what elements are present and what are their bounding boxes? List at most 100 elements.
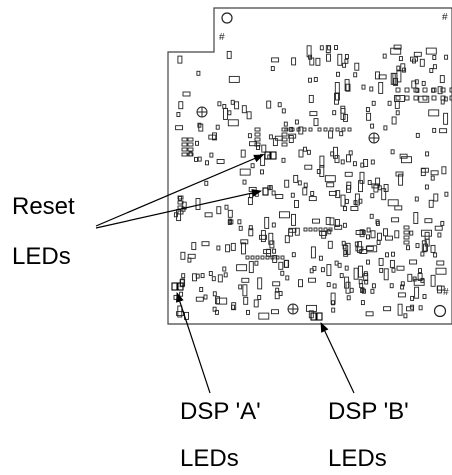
component-pad: [430, 175, 435, 181]
component-pad: [359, 249, 368, 254]
component-pad: [250, 163, 255, 169]
component-pad: [339, 273, 344, 279]
component-pad: [293, 174, 299, 183]
component-pad: [397, 292, 406, 298]
component-pad: [363, 159, 369, 167]
component-pad: [366, 234, 370, 240]
component-pad: [242, 179, 247, 185]
component-pad: [271, 57, 280, 63]
component-pad: [241, 105, 247, 114]
component-pad: [359, 283, 364, 289]
component-pad: [285, 275, 290, 281]
component-pad: [288, 135, 294, 143]
component-pad: [315, 57, 321, 66]
component-pad: [432, 64, 437, 70]
component-pad: [413, 87, 419, 93]
component-pad: [402, 67, 407, 73]
component-pad: [335, 127, 340, 132]
component-pad: [418, 268, 422, 274]
component-pad: [268, 232, 274, 245]
component-pad: [335, 92, 340, 101]
component-pad: [369, 213, 374, 219]
component-pad: [268, 134, 273, 140]
reset-led-footprints: [262, 151, 277, 196]
component-pad: [313, 227, 318, 232]
component-pad: [360, 300, 365, 306]
component-pad: [246, 111, 252, 120]
component-pad: [346, 295, 351, 301]
component-pad: [366, 259, 370, 265]
component-pad: [327, 240, 333, 249]
component-pad: [434, 225, 443, 231]
component-pad: [313, 118, 319, 127]
component-pad: [382, 53, 387, 59]
component-pad: [395, 87, 401, 93]
component-pad: [177, 195, 184, 200]
component-pad: [321, 230, 327, 239]
component-pad: [312, 265, 317, 271]
component-pad: [354, 193, 360, 206]
component-pad: [334, 224, 343, 230]
component-pad: [231, 304, 235, 310]
component-pad: [266, 248, 272, 257]
arrow-reset-upper: [95, 154, 264, 227]
component-pad: [359, 171, 365, 184]
component-pad: [284, 179, 290, 188]
component-pad: [415, 132, 420, 138]
component-pad: [181, 273, 186, 279]
component-pad: [281, 132, 288, 137]
dsp-a-label-line2: LEDs: [180, 445, 239, 472]
component-pad: [260, 169, 264, 175]
component-pad: [440, 99, 445, 105]
component-pad: [370, 288, 375, 294]
component-pad: [344, 198, 349, 204]
component-pad: [403, 240, 410, 245]
fiducial-marks: [196, 106, 380, 315]
component-pad: [212, 306, 217, 312]
component-pad: [444, 54, 449, 60]
component-pad: [373, 184, 379, 193]
component-pad: [337, 262, 342, 268]
component-pad: [370, 159, 375, 165]
component-pad: [281, 142, 288, 147]
component-pad: [275, 287, 280, 293]
component-pad: [257, 277, 263, 290]
component-pad: [377, 232, 382, 241]
mounting-hole-top-left: [221, 12, 233, 24]
component-pad: [409, 259, 418, 265]
component-pad: [196, 70, 201, 76]
component-pad: [431, 87, 437, 93]
component-pad: [439, 128, 448, 134]
component-pad: [385, 252, 389, 258]
component-pad: [248, 261, 254, 274]
component-pad: [326, 182, 335, 188]
dsp-b-label-line1: DSP 'B': [328, 398, 409, 425]
component-pad: [381, 188, 387, 201]
component-pad: [396, 265, 405, 271]
component-pad: [353, 267, 359, 280]
component-pad: [179, 291, 184, 297]
component-pad: [241, 277, 250, 283]
component-pad: [346, 181, 352, 190]
component-pad: [371, 100, 376, 106]
component-pad: [294, 200, 299, 208]
component-pad: [449, 87, 452, 93]
fiducial-hash-3: #: [443, 287, 449, 298]
component-pad: [421, 80, 426, 86]
component-pad: [404, 95, 410, 101]
arrow-reset-lower: [95, 189, 262, 229]
component-pad: [198, 123, 204, 132]
component-pad: [199, 287, 204, 292]
component-pad: [208, 271, 213, 276]
component-pad: [387, 100, 392, 106]
component-pad: [317, 127, 322, 132]
component-pad: [391, 251, 395, 257]
component-pad: [394, 205, 403, 211]
component-pad: [308, 77, 312, 83]
component-pad: [308, 127, 313, 132]
reset-label-line2: LEDs: [12, 243, 71, 270]
component-pad: [340, 159, 345, 165]
component-pad: [249, 141, 257, 147]
component-pad: [304, 164, 313, 170]
